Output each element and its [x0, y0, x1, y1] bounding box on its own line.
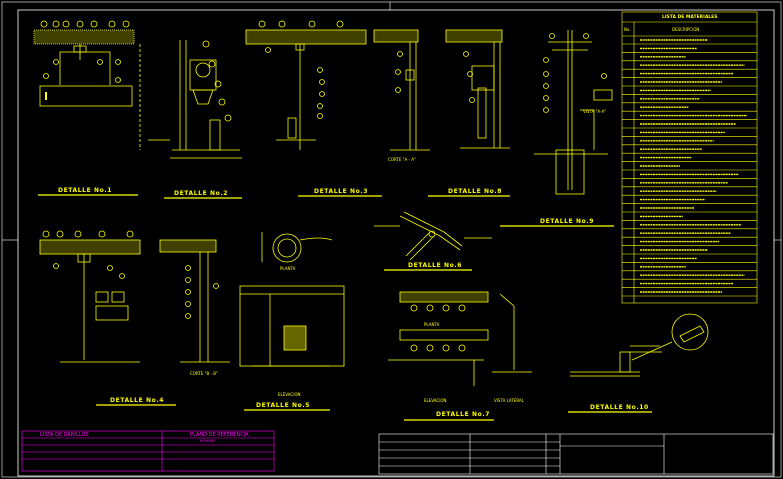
- planta-label: PLANTA: [280, 266, 296, 271]
- section-aa-label: CORTE "A - A": [388, 157, 416, 162]
- detail-3-label: DETALLE No.3: [314, 188, 368, 195]
- detail-6-label: DETALLE No.6: [408, 262, 462, 269]
- detail-1-drawing: [33, 20, 170, 150]
- planta-detail7-label: PLANTA: [424, 322, 440, 327]
- materials-col-no: No.: [624, 27, 631, 32]
- legend-plano: PLANO DE REFERENCIA: [190, 432, 249, 438]
- detail-6-drawing: [374, 211, 492, 261]
- detail-4-label: DETALLE No.4: [110, 397, 164, 404]
- inner-border: [17, 9, 775, 477]
- detail-9-label: DETALLE No.9: [540, 218, 594, 225]
- detail-2-drawing: [170, 40, 242, 159]
- detail-5-label: DETALLE No.5: [256, 402, 310, 409]
- detail-2-label: DETALLE No.2: [174, 190, 228, 197]
- detail-7-label: DETALLE No.7: [436, 411, 490, 418]
- section-aa-drawing: [373, 29, 430, 151]
- legend-box: [21, 430, 275, 472]
- detail-9-drawing: [534, 30, 613, 195]
- title-block: [378, 433, 774, 475]
- detail-3-drawing: [245, 20, 367, 150]
- detail-5-drawing: [239, 232, 345, 367]
- detail-8-label: DETALLE No.8: [448, 188, 502, 195]
- elevacion-label: ELEVACION: [278, 392, 301, 397]
- section-bb-label: CORTE "B - B": [190, 371, 218, 376]
- legend-title: LISTA DE DANILLOS: [40, 432, 89, 438]
- detail-10-label: DETALLE No.10: [590, 404, 649, 411]
- detail-8-drawing: [445, 29, 510, 149]
- detail-4-drawing: [39, 230, 141, 363]
- detail-1-label: DETALLE No.1: [58, 187, 112, 194]
- materials-table-title: LISTA DE MATERIALES: [662, 15, 718, 20]
- detail-7-drawing: [388, 291, 532, 386]
- materials-table: [621, 11, 758, 304]
- elevacion-detail7-label: ELEVACION: [424, 398, 447, 403]
- vista-aa-label: VISTA "A-A": [583, 109, 607, 114]
- materials-col-desc: DESCRIPCION: [672, 27, 700, 32]
- legend-sub: NOMBRE: [200, 439, 216, 443]
- detail-10-drawing: [570, 313, 709, 377]
- vista-lateral-label: VISTA LATERAL: [494, 398, 524, 403]
- section-bb-drawing: [159, 239, 230, 363]
